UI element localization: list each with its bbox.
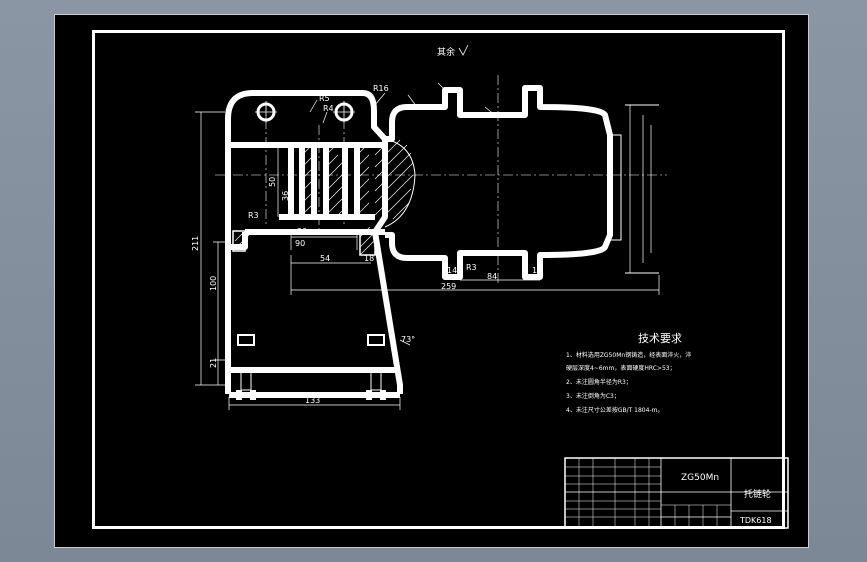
tech-line-2: 硬层深度4~6mm，表面硬度HRC>53；: [566, 364, 676, 372]
tech-line-3: 2、未注圆角半径为R3；: [566, 378, 632, 386]
center-lines: [215, 75, 667, 285]
tech-line-5: 4、未注尺寸公差按GB/T 1804-m。: [566, 406, 663, 414]
dim-r3-left: R3: [248, 211, 259, 220]
technical-requirements: 技术要求 1、材料选用ZG50Mn钢铸造，经表面淬火，淬 硬层深度4~6mm，表…: [566, 332, 691, 414]
tech-title: 技术要求: [638, 332, 682, 345]
title-material: ZG50Mn: [681, 473, 719, 483]
dim-18: 18: [364, 254, 374, 263]
dim-21: 21: [209, 358, 218, 368]
title-part-name: 托链轮: [744, 488, 771, 500]
dim-36: 36: [281, 191, 290, 201]
dim-14-left: 14: [447, 266, 457, 275]
cad-viewport[interactable]: 其余 R16 R5 R4 R3 R3 50 36 20 90 54 18 211…: [54, 14, 809, 548]
dim-14-right: 14: [532, 266, 542, 275]
dim-54: 54: [320, 254, 330, 263]
dim-r5: R5: [319, 94, 330, 103]
drawing-frame-border: [92, 30, 785, 529]
engineering-drawing: 其余 R16 R5 R4 R3 R3 50 36 20 90 54 18 211…: [191, 44, 789, 529]
dim-20: 20: [297, 227, 307, 236]
dim-r3-bottom: R3: [466, 263, 477, 272]
roller-body: [385, 85, 659, 280]
dim-211: 211: [191, 236, 200, 251]
tech-line-4: 3、未注倒角为C3；: [566, 392, 620, 400]
bracket-outline: [225, 90, 403, 398]
dim-84: 84: [487, 272, 497, 281]
dimension-lines: [195, 82, 660, 410]
dim-100: 100: [209, 276, 218, 291]
title-drawing-code: TDK618: [739, 516, 772, 525]
bottom-bolt-left: [236, 334, 256, 400]
title-block: ZG50Mn 托链轮 TDK618: [564, 457, 789, 529]
dim-50: 50: [268, 177, 277, 187]
tech-line-1: 1、材料选用ZG50Mn钢铸造，经表面淬火，淬: [566, 351, 691, 359]
dim-r4: R4: [323, 104, 334, 113]
shaft-end-section: [384, 138, 416, 228]
dim-r16: R16: [373, 84, 389, 93]
dim-73-degrees: 73°: [401, 335, 415, 344]
surface-finish-symbol: [458, 44, 469, 56]
section-hatching: [232, 142, 386, 256]
dim-259: 259: [441, 282, 456, 291]
bottom-bolt-right: [366, 334, 386, 400]
dim-133: 133: [305, 396, 320, 405]
surface-finish-note: 其余: [437, 46, 455, 58]
dim-90: 90: [295, 239, 305, 248]
